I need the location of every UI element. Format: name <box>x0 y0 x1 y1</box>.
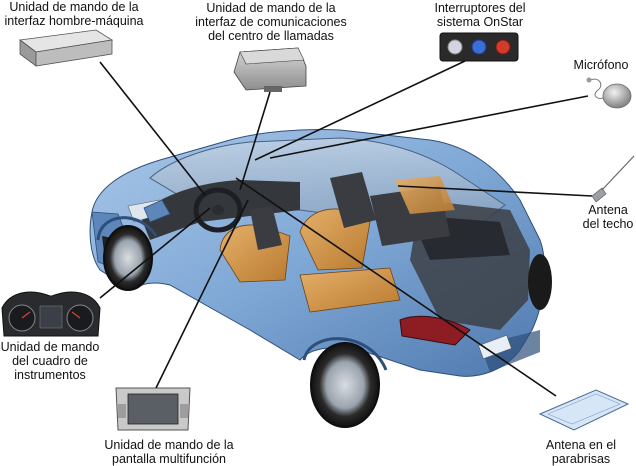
label-line: pantalla multifunción <box>112 452 226 466</box>
label-line: Unidad de mando de la <box>206 1 336 15</box>
label-line: del techo <box>582 217 634 231</box>
leader-line-microphone <box>269 95 589 159</box>
leader-line-multifunction-display <box>155 199 249 389</box>
onstar-buttons-icon <box>439 32 519 62</box>
label-line: interfaz de comunicaciones <box>195 15 347 29</box>
label-line: parabrisas <box>551 452 611 466</box>
label-line: Unidad de mando <box>0 340 100 354</box>
antenna-icon <box>591 155 635 203</box>
label-line: Antena en el <box>545 438 617 452</box>
label-line: Micrófono <box>573 58 629 72</box>
label-line: del centro de llamadas <box>208 29 334 43</box>
label-microphone: Micrófono <box>566 58 636 72</box>
label-line: Unidad de mando de la <box>9 0 139 14</box>
car-illustration <box>89 128 552 428</box>
instrument-cluster-icon <box>1 291 101 337</box>
label-line: Antena <box>588 203 628 217</box>
telematics-module-icon <box>233 47 307 92</box>
label-line: interfaz hombre-máquina <box>4 14 144 28</box>
label-call-center-interface-unit: Unidad de mando de la interfaz de comuni… <box>186 1 356 43</box>
label-multifunction-display-unit: Unidad de mando de la pantalla multifunc… <box>84 438 254 466</box>
label-line: Interruptores del <box>434 1 526 15</box>
label-line: Unidad de mando de la <box>104 438 234 452</box>
label-line: sistema OnStar <box>436 15 524 29</box>
leader-line-windshield-antenna <box>235 177 557 397</box>
leader-line-call-center <box>239 91 271 191</box>
microphone-icon <box>586 77 632 109</box>
display-screen-icon <box>115 387 191 431</box>
label-line: del cuadro de <box>12 354 88 368</box>
leader-line-hmi <box>99 61 206 196</box>
label-windshield-antenna: Antena en el parabrisas <box>536 438 626 466</box>
label-roof-antenna: Antena del techo <box>580 203 636 231</box>
leader-line-onstar <box>254 60 466 161</box>
label-instrument-cluster-unit: Unidad de mando del cuadro de instrument… <box>0 340 100 382</box>
leader-line-instrument-cluster <box>99 207 211 299</box>
leader-line-roof-antenna <box>397 185 593 197</box>
label-onstar-switches: Interruptores del sistema OnStar <box>420 1 540 29</box>
label-line: instrumentos <box>14 368 86 382</box>
leader-lines <box>99 60 593 397</box>
box-module-icon <box>18 29 114 67</box>
label-hmi-control-unit: Unidad de mando de la interfaz hombre-má… <box>0 0 148 28</box>
windshield-antenna-icon <box>538 389 630 431</box>
